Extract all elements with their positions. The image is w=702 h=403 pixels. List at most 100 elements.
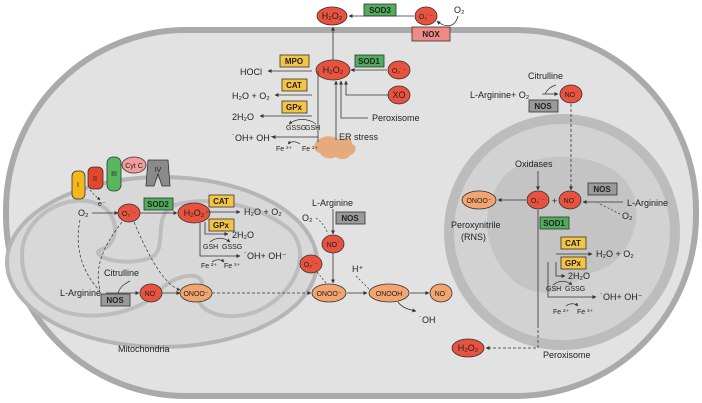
mid-no-label: NO˙ (327, 241, 340, 249)
mito-gpx-label: GPx (213, 221, 230, 230)
perox-sod1-box (539, 216, 570, 230)
perox-superoxide-label: O₂˙⁻ (531, 197, 545, 205)
fe3-cytosol: Fe ³⁺ (276, 146, 292, 153)
o2-top-label: O₂ (454, 5, 465, 15)
perox-onoo-node (461, 190, 497, 210)
fe-curve-cytosol (287, 140, 301, 145)
arrow-peroxisome-to-h2o2 (339, 80, 368, 119)
xo-label: XO (392, 90, 405, 100)
h2o2-top-node (316, 6, 348, 26)
h2o2-center-label: H₂O₂ (323, 65, 344, 75)
dashed-superoxide-to-nos-region (97, 221, 123, 291)
complex-ii-label: II (93, 176, 97, 183)
nox-box (411, 26, 451, 42)
mito-nos-box (100, 293, 131, 307)
perox-l-arginine: L-Arginine (627, 198, 668, 208)
cyto-no-label: NO˙ (565, 91, 578, 99)
perox-superoxide-node (526, 190, 550, 210)
perox-fe2: Fe ²⁺ (553, 309, 569, 316)
perox-o2: O₂ (622, 211, 633, 221)
mid-superoxide-label: O₂˙⁻ (304, 261, 318, 269)
arrow-to-citrulline-mito (117, 280, 131, 294)
arrow-to-citrulline-cyto (544, 84, 557, 95)
er-stress-icon (314, 136, 356, 160)
mid-l-arginine: L-Arginine (312, 198, 353, 208)
sod1-box-cytosol (354, 54, 385, 68)
gpx-label-cytosol: GPx (286, 103, 303, 112)
sod1-label-cytosol: SOD1 (358, 57, 380, 66)
mito-2h2o: 2H₂O (232, 230, 254, 240)
arrow-xo-to-h2o2 (344, 80, 388, 96)
perox-gssg: GSSG (565, 286, 585, 293)
hocl-label: HOCl (240, 67, 262, 77)
peroxisome-label: Peroxisome (543, 350, 591, 360)
mid-nos-label: NOS (341, 214, 359, 223)
perox-peroxynitrile: Peroxynitrile (451, 220, 501, 230)
superoxide-cytosol-node (387, 60, 411, 80)
cyto-nos-label: NOS (534, 102, 552, 111)
arrow-o2-to-superoxide (436, 15, 459, 27)
complex-ii (87, 166, 104, 190)
dashed-perox-o2 (597, 202, 621, 215)
perox-nos-box (587, 182, 618, 196)
er-stress-label: ER stress (339, 132, 379, 142)
mito-gssg: GSSG (222, 244, 242, 251)
perox-cat-box (560, 236, 587, 250)
perox-cat-label: CAT (565, 239, 581, 248)
mid-onooh-label: ONOOH (376, 291, 402, 298)
arrow-mito-to-oh (199, 223, 241, 258)
oh-cytosol: ˙OH+ OH⁻ (232, 133, 275, 143)
perox-gpx-label: GPx (565, 259, 582, 268)
electron-label: e⁻ (98, 201, 106, 208)
complex-i-label: I (77, 182, 79, 189)
mito-nos-label: NOS (106, 296, 124, 305)
sod2-box (143, 197, 174, 211)
cyto-no-node (559, 84, 583, 104)
complex-iv (145, 159, 171, 187)
mito-h2o2-label: H₂O₂ (184, 208, 205, 218)
perox-h2o2-out-node (451, 338, 485, 358)
complex-iii-label: III (111, 171, 117, 178)
cyt-c (121, 156, 147, 174)
mito-l-arginine: L-Arginine (60, 288, 101, 298)
mitochondria-label: Mitochondria (118, 344, 170, 354)
mpo-label: MPO (285, 57, 303, 66)
perox-gsh-curve (552, 280, 573, 286)
mid-h-plus: H⁺ (352, 264, 363, 274)
2h2o-cytosol: 2H₂O (232, 112, 254, 122)
h2o2-top-label: H₂O₂ (322, 11, 343, 21)
dashed-mid-superoxide-to-onoo (316, 271, 328, 285)
mid-oh: ˙OH (419, 315, 436, 325)
mito-o2-label: O₂ (78, 208, 89, 218)
dashed-h-plus (355, 275, 371, 291)
gsh-gssg-curve-cytosol (288, 119, 317, 125)
mid-o2: O₂ (302, 213, 313, 223)
sod3-label: SOD3 (369, 6, 391, 15)
arrow-onooh-to-oh (397, 301, 417, 313)
gssg-cytosol: GSSG (286, 125, 306, 132)
dashed-superoxide-to-onoo (133, 221, 181, 291)
mito-fe3: Fe ³⁺ (224, 263, 240, 270)
mito-cat-label: CAT (213, 197, 229, 206)
complex-iv-label: IV (155, 167, 162, 174)
mito-fe2: Fe ²⁺ (201, 263, 217, 270)
nox-label: NOX (422, 30, 440, 39)
superoxide-top-node (414, 6, 438, 26)
mito-onoo-label: ONOO⁻ (183, 291, 208, 298)
mito-h2o2-node (177, 202, 211, 224)
mid-no2-label: NO˙ (435, 290, 448, 298)
mid-no2-node (429, 283, 453, 303)
complex-i (71, 170, 86, 200)
gpx-box-cytosol (281, 100, 308, 114)
fe2-cytosol: Fe ²⁺ (302, 146, 318, 153)
perox-no-node (558, 190, 582, 210)
superoxide-top-label: O₂˙⁻ (419, 13, 433, 21)
peroxisome-source-label: Peroxisome (372, 113, 420, 123)
perox-nos-label: NOS (593, 185, 611, 194)
cyt-c-label: Cyt C (125, 163, 143, 170)
cat-label-cytosol: CAT (286, 81, 302, 90)
perox-onoo-label: ONOO⁻ (466, 198, 491, 205)
cyto-citrulline: Citrulline (528, 71, 563, 81)
perox-fe3: Fe ³⁺ (577, 309, 593, 316)
